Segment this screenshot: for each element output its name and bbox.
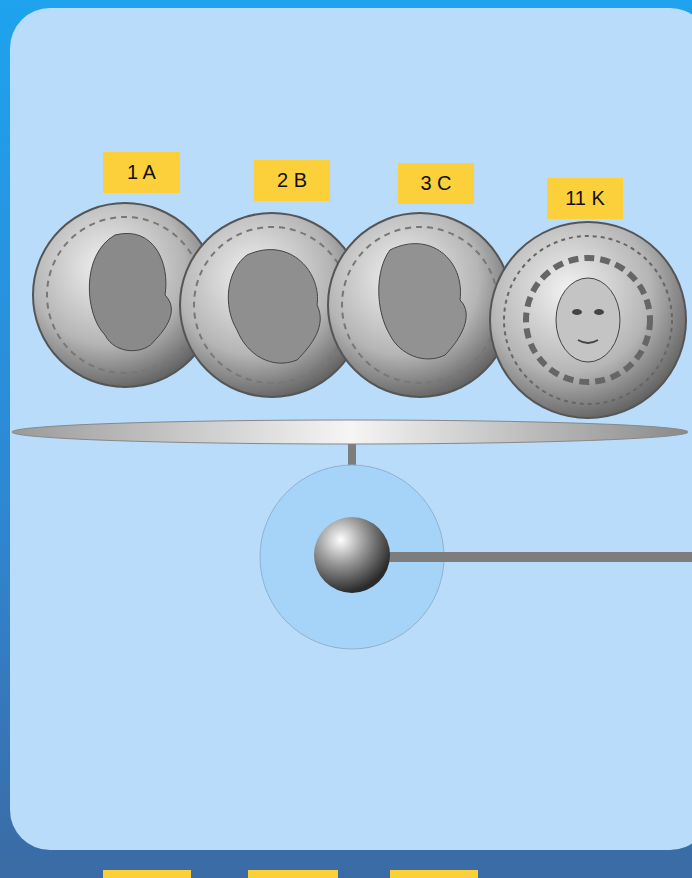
coin-label: 11 K (547, 178, 623, 219)
label-text: 2 B (277, 169, 307, 192)
tab (390, 870, 478, 878)
panel (10, 8, 692, 850)
coin (328, 213, 512, 397)
coin-label: 1 A (103, 152, 180, 193)
tab (248, 870, 338, 878)
coin-label: 3 C (398, 163, 474, 204)
label-text: 1 A (127, 161, 156, 184)
bottom-tabs (103, 870, 478, 878)
label-text: 11 K (565, 187, 605, 210)
pivot-ball (314, 517, 390, 593)
beam (12, 420, 688, 444)
tab (103, 870, 191, 878)
arm (380, 552, 692, 562)
label-text: 3 C (420, 172, 451, 195)
coin (490, 222, 686, 418)
coin-label: 2 B (254, 160, 330, 201)
